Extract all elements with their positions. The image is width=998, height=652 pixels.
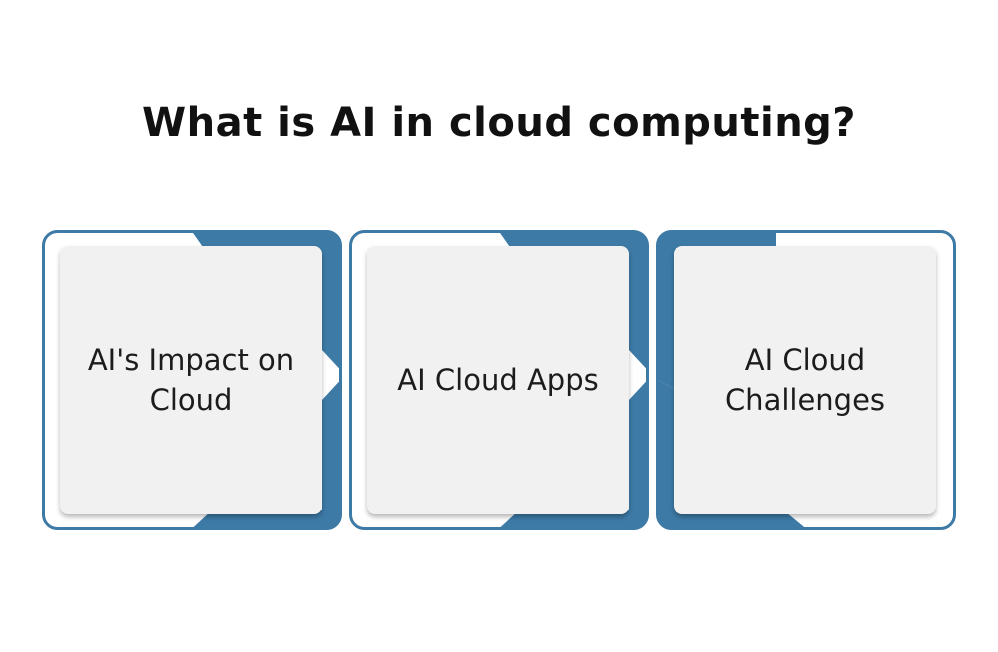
card-ai-challenges: AI Cloud Challenges xyxy=(656,230,956,530)
page-title: What is AI in cloud computing? xyxy=(141,100,857,146)
card-ai-apps: AI Cloud Apps xyxy=(349,230,649,530)
card-panel: AI Cloud Apps xyxy=(367,246,629,514)
card-panel: AI Cloud Challenges xyxy=(674,246,936,514)
card-panel: AI's Impact on Cloud xyxy=(60,246,322,514)
card-label: AI Cloud Apps xyxy=(397,363,599,397)
card-label: AI Cloud Challenges xyxy=(724,343,886,417)
card-ai-impact: AI's Impact on Cloud xyxy=(42,230,342,530)
card-label: AI's Impact on Cloud xyxy=(87,343,295,417)
